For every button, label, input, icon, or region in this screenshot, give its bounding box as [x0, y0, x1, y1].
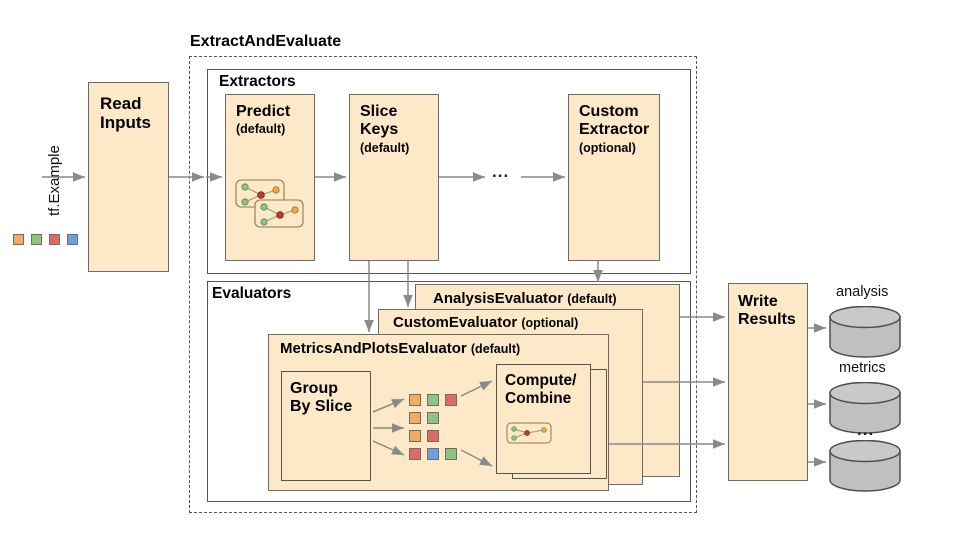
swatch-green — [445, 448, 457, 460]
slice-grid-row — [409, 430, 457, 442]
extractor-slice-keys-line2: Keys — [360, 121, 399, 139]
output-label-analysis: analysis — [836, 284, 889, 300]
model-graph-icon — [235, 179, 304, 228]
swatch-orange — [409, 430, 421, 442]
swatch-red — [409, 448, 421, 460]
metrics-and-plots-evaluator-name: MetricsAndPlotsEvaluator — [280, 340, 467, 357]
extractor-custom-qualifier: (optional) — [579, 141, 636, 155]
extract-and-evaluate-title: ExtractAndEvaluate — [190, 33, 342, 50]
custom-evaluator-label: CustomEvaluator (optional) — [393, 314, 578, 331]
slice-grid — [409, 394, 457, 466]
output-label-ellipsis: ... — [857, 420, 875, 439]
write-results-line2: Results — [738, 311, 796, 329]
extractor-slice-keys-line1: Slice — [360, 103, 398, 120]
evaluators-container — [207, 281, 691, 502]
swatch-blue — [67, 234, 78, 245]
swatch-orange — [409, 412, 421, 424]
swatch-green — [427, 412, 439, 424]
swatch-green — [427, 394, 439, 406]
metrics-and-plots-evaluator-qualifier: (default) — [470, 342, 521, 356]
slice-grid-row — [409, 448, 457, 460]
custom-evaluator-name: CustomEvaluator — [393, 314, 518, 331]
group-by-slice-box[interactable]: Group By Slice — [281, 371, 371, 481]
swatch-green — [31, 234, 42, 245]
custom-evaluator-qualifier: (optional) — [521, 316, 579, 330]
extractors-container — [207, 69, 691, 274]
analysis-evaluator-name: AnalysisEvaluator — [433, 290, 564, 307]
extractor-custom-line2: Extractor — [579, 121, 650, 139]
write-results-box[interactable]: Write Results — [728, 283, 808, 481]
database-cylinder-metrics — [829, 382, 901, 434]
read-inputs-line2: Inputs — [100, 113, 151, 133]
extractor-slice-keys-name: Slice Keys — [360, 103, 398, 139]
group-by-slice-line2: By Slice — [290, 398, 353, 416]
swatch-red — [445, 394, 457, 406]
compute-graph-icon — [506, 422, 552, 444]
evaluators-header: Evaluators — [212, 285, 292, 302]
extractor-predict-qualifier: (default) — [236, 122, 286, 136]
extractor-slice-keys-qualifier: (default) — [360, 141, 410, 155]
extractor-predict-name: Predict — [236, 103, 291, 120]
write-results-line1: Write — [738, 293, 778, 310]
extractor-custom-line1: Custom — [579, 103, 639, 120]
slice-grid-row — [409, 394, 457, 406]
read-inputs-box[interactable]: Read Inputs — [88, 82, 169, 272]
input-label: tf.Example — [46, 145, 63, 216]
extractors-ellipsis: ... — [492, 162, 510, 181]
extract-and-evaluate-container — [189, 56, 697, 513]
swatch-red — [427, 430, 439, 442]
extractor-custom-name: Custom Extractor — [579, 103, 649, 139]
extractor-predict-box[interactable]: Predict (default) — [225, 94, 315, 261]
swatch-orange — [13, 234, 24, 245]
swatch-blue — [427, 448, 439, 460]
group-by-slice-text: Group By Slice — [290, 380, 352, 416]
compute-combine-line1: Compute/ — [505, 372, 577, 389]
swatch-orange — [409, 394, 421, 406]
swatch-red — [49, 234, 60, 245]
extractor-custom-box[interactable]: Custom Extractor (optional) — [568, 94, 660, 261]
slice-grid-row — [409, 412, 457, 424]
compute-combine-box[interactable]: Compute/ Combine — [496, 364, 591, 474]
input-swatches — [13, 234, 78, 245]
analysis-evaluator-qualifier: (default) — [567, 292, 617, 306]
read-inputs-line1: Read — [100, 94, 142, 113]
output-label-metrics: metrics — [839, 360, 886, 376]
database-cylinder-analysis — [829, 306, 901, 358]
extractors-header: Extractors — [219, 73, 296, 90]
analysis-evaluator-label: AnalysisEvaluator (default) — [433, 290, 617, 307]
group-by-slice-line1: Group — [290, 380, 338, 397]
compute-combine-text: Compute/ Combine — [505, 372, 576, 407]
compute-combine-line2: Combine — [505, 389, 572, 407]
metrics-and-plots-evaluator-label: MetricsAndPlotsEvaluator (default) — [280, 340, 520, 357]
write-results-text: Write Results — [738, 293, 796, 329]
database-cylinder-other — [829, 440, 901, 492]
extractor-slice-keys-box[interactable]: Slice Keys (default) — [349, 94, 439, 261]
